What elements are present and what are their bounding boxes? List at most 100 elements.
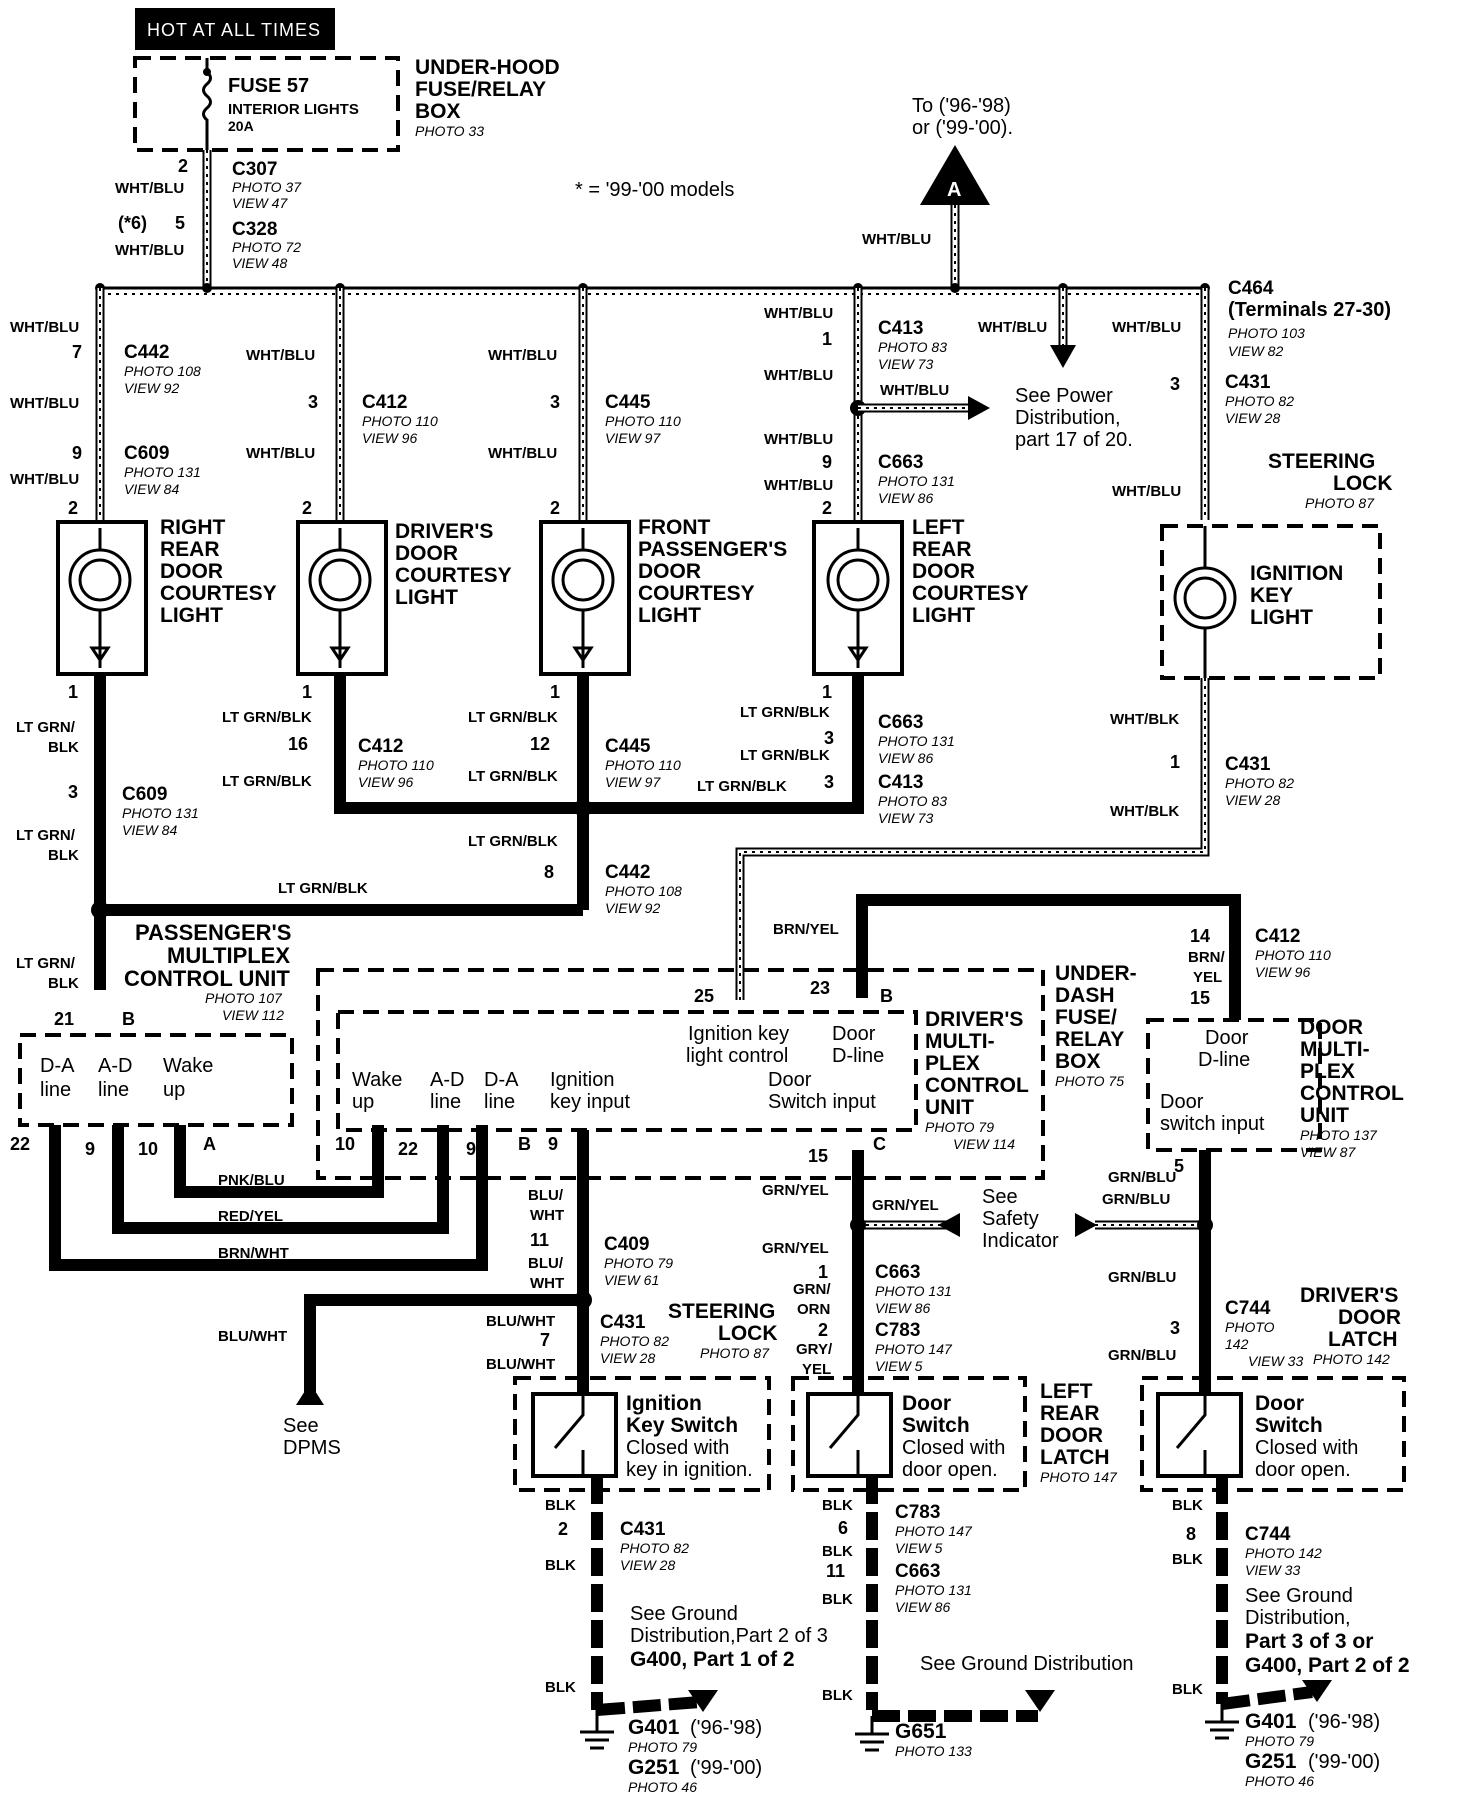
svg-text:WHT/BLU: WHT/BLU [246, 347, 315, 364]
svg-text:PHOTO 75: PHOTO 75 [1055, 1073, 1124, 1089]
svg-text:12: 12 [530, 734, 550, 754]
svg-text:DOOR: DOOR [638, 560, 701, 583]
c413-bot-label: C413 [878, 772, 923, 793]
svg-text:VIEW 87: VIEW 87 [1300, 1144, 1356, 1160]
svg-text:7: 7 [540, 1330, 550, 1350]
ignition-switch-label: Ignition [626, 1392, 702, 1415]
svg-text:LT GRN/BLK: LT GRN/BLK [740, 747, 830, 764]
drivers-multiplex-box [336, 1010, 918, 1132]
svg-text:line: line [430, 1091, 461, 1113]
svg-text:PHOTO 110: PHOTO 110 [362, 413, 438, 429]
safety-ref-1: See [982, 1186, 1018, 1208]
svg-text:light control: light control [686, 1045, 788, 1067]
c412-top-label: C412 [362, 392, 407, 413]
svg-text:2: 2 [818, 1320, 828, 1340]
right-rear-light-label: RIGHT [160, 516, 226, 539]
svg-text:23: 23 [810, 978, 830, 998]
svg-text:GRN/YEL: GRN/YEL [762, 1240, 829, 1257]
fuse-box [133, 56, 400, 152]
svg-text:COURTESY: COURTESY [912, 582, 1029, 605]
svg-text:8: 8 [544, 862, 554, 882]
svg-text:G251: G251 [1245, 1750, 1297, 1773]
svg-text:VIEW 96: VIEW 96 [362, 430, 417, 446]
svg-text:1: 1 [822, 682, 832, 702]
svg-text:BLU/WHT: BLU/WHT [486, 1356, 555, 1373]
c431-top-label: C431 [1225, 372, 1271, 393]
svg-text:LIGHT: LIGHT [638, 604, 701, 627]
g401-right-label: G401 [1245, 1710, 1297, 1733]
svg-text:PHOTO 131: PHOTO 131 [895, 1582, 972, 1598]
svg-text:BLK: BLK [48, 975, 79, 992]
svg-text:BRN/WHT: BRN/WHT [218, 1245, 289, 1262]
svg-text:BLK: BLK [545, 1497, 576, 1514]
svg-text:PHOTO 110: PHOTO 110 [1255, 947, 1331, 963]
svg-text:FUSE/: FUSE/ [1055, 1006, 1117, 1029]
svg-text:GRN/YEL: GRN/YEL [762, 1182, 829, 1199]
left-rear-switch-box [791, 1376, 1027, 1492]
svg-text:BLU/WHT: BLU/WHT [486, 1313, 555, 1330]
svg-text:WHT/BLU: WHT/BLU [246, 445, 315, 462]
hot-label: HOT AT ALL TIMES [147, 20, 321, 40]
ground-symbol-3 [1205, 1704, 1239, 1740]
svg-text:2: 2 [550, 498, 560, 518]
drivers-door-light-box [296, 520, 388, 676]
svg-text:UNIT: UNIT [925, 1096, 974, 1119]
svg-text:1: 1 [68, 682, 78, 702]
svg-text:A-D: A-D [430, 1069, 464, 1091]
svg-text:B: B [122, 1009, 135, 1029]
hot-label-box [135, 8, 335, 50]
svg-text:door open.: door open. [902, 1459, 998, 1481]
svg-text:BRN/: BRN/ [1188, 949, 1225, 966]
passenger-multiplex-box [18, 1033, 294, 1127]
to-years-1: To ('96-'98) [912, 95, 1011, 117]
svg-text:('96-'98): ('96-'98) [1308, 1711, 1380, 1733]
svg-text:WHT/BLK: WHT/BLK [1110, 711, 1179, 728]
svg-text:PHOTO 46: PHOTO 46 [628, 1779, 697, 1795]
c431-mid-label: C431 [1225, 754, 1271, 775]
left-rear-light-label: LEFT [912, 516, 965, 539]
svg-text:G400, Part 1 of 2: G400, Part 1 of 2 [630, 1648, 795, 1671]
drivers-door-light-label: DRIVER'S [395, 520, 493, 543]
ignition-key-light-box [1160, 524, 1382, 680]
svg-text:2: 2 [302, 498, 312, 518]
door-multiplex-label: DOOR [1300, 1016, 1363, 1039]
svg-text:G251: G251 [628, 1756, 680, 1779]
svg-text:9: 9 [548, 1134, 558, 1154]
svg-text:KEY: KEY [1250, 584, 1293, 607]
svg-text:COURTESY: COURTESY [638, 582, 755, 605]
svg-text:VIEW 73: VIEW 73 [878, 356, 933, 372]
svg-text:CONTROL: CONTROL [925, 1074, 1029, 1097]
svg-text:REAR: REAR [160, 538, 220, 561]
svg-text:LATCH: LATCH [1328, 1328, 1398, 1351]
svg-text:2: 2 [178, 156, 188, 176]
svg-text:line: line [40, 1079, 71, 1101]
svg-text:MULTI-: MULTI- [925, 1030, 995, 1053]
svg-text:WHT: WHT [530, 1275, 564, 1292]
svg-text:PHOTO 142: PHOTO 142 [1313, 1351, 1390, 1367]
svg-text:DASH: DASH [1055, 984, 1115, 1007]
svg-text:VIEW 47: VIEW 47 [232, 195, 288, 211]
svg-text:GRN/BLU: GRN/BLU [1108, 1169, 1176, 1186]
c328-label: C328 [232, 219, 277, 240]
svg-text:WHT/BLK: WHT/BLK [1110, 803, 1179, 820]
svg-text:('99-'00): ('99-'00) [690, 1757, 762, 1779]
c307-label: C307 [232, 159, 277, 180]
svg-text:8: 8 [1186, 1524, 1196, 1544]
steering-lock-bot-label: STEERING [668, 1300, 775, 1323]
svg-text:LOCK: LOCK [718, 1322, 778, 1345]
dpms-ref-1: See [283, 1415, 319, 1437]
power-ref-2: Distribution, [1015, 407, 1121, 429]
ground-ref-1: See Ground [630, 1603, 738, 1625]
svg-text:LATCH: LATCH [1040, 1446, 1110, 1469]
svg-text:VIEW 5: VIEW 5 [895, 1540, 943, 1556]
svg-text:PHOTO 83: PHOTO 83 [878, 339, 947, 355]
c663-gnd-label: C663 [895, 1561, 940, 1582]
svg-text:D-line: D-line [1198, 1049, 1250, 1071]
svg-text:WHT/BLU: WHT/BLU [978, 319, 1047, 336]
svg-text:PHOTO 82: PHOTO 82 [1225, 775, 1294, 791]
svg-text:PHOTO 72: PHOTO 72 [232, 239, 301, 255]
svg-text:DOOR: DOOR [1338, 1306, 1401, 1329]
svg-text:1: 1 [1170, 752, 1180, 772]
svg-text:Ignition: Ignition [550, 1069, 615, 1091]
svg-text:WHT/BLU: WHT/BLU [1112, 483, 1181, 500]
